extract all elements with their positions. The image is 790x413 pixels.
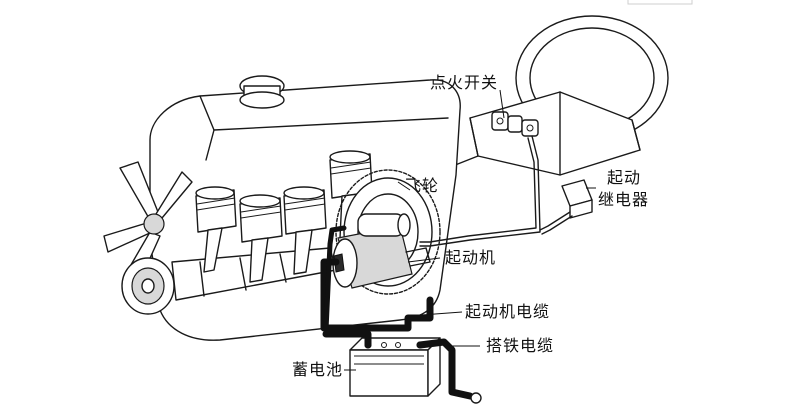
label-starter-relay-1: 起动 bbox=[607, 168, 641, 187]
label-starter-motor: 起动机 bbox=[445, 248, 496, 267]
starter-cable bbox=[320, 225, 434, 333]
label-flywheel: 飞轮 bbox=[405, 176, 439, 195]
starter-relay bbox=[561, 179, 593, 219]
control-wiring bbox=[419, 135, 573, 247]
ground-cable bbox=[322, 330, 482, 404]
battery bbox=[349, 337, 441, 397]
frame-corner bbox=[627, 0, 693, 5]
label-ignition-switch: 点火开关 bbox=[430, 73, 498, 92]
leader-lines bbox=[344, 89, 596, 371]
steering-wheel bbox=[429, 15, 669, 176]
label-battery: 蓄电池 bbox=[292, 360, 343, 379]
label-starter-cable: 起动机电缆 bbox=[465, 302, 550, 321]
ignition-switch bbox=[491, 111, 539, 137]
label-ground-cable: 搭铁电缆 bbox=[486, 336, 554, 355]
label-starter-relay-2: 继电器 bbox=[598, 190, 649, 209]
